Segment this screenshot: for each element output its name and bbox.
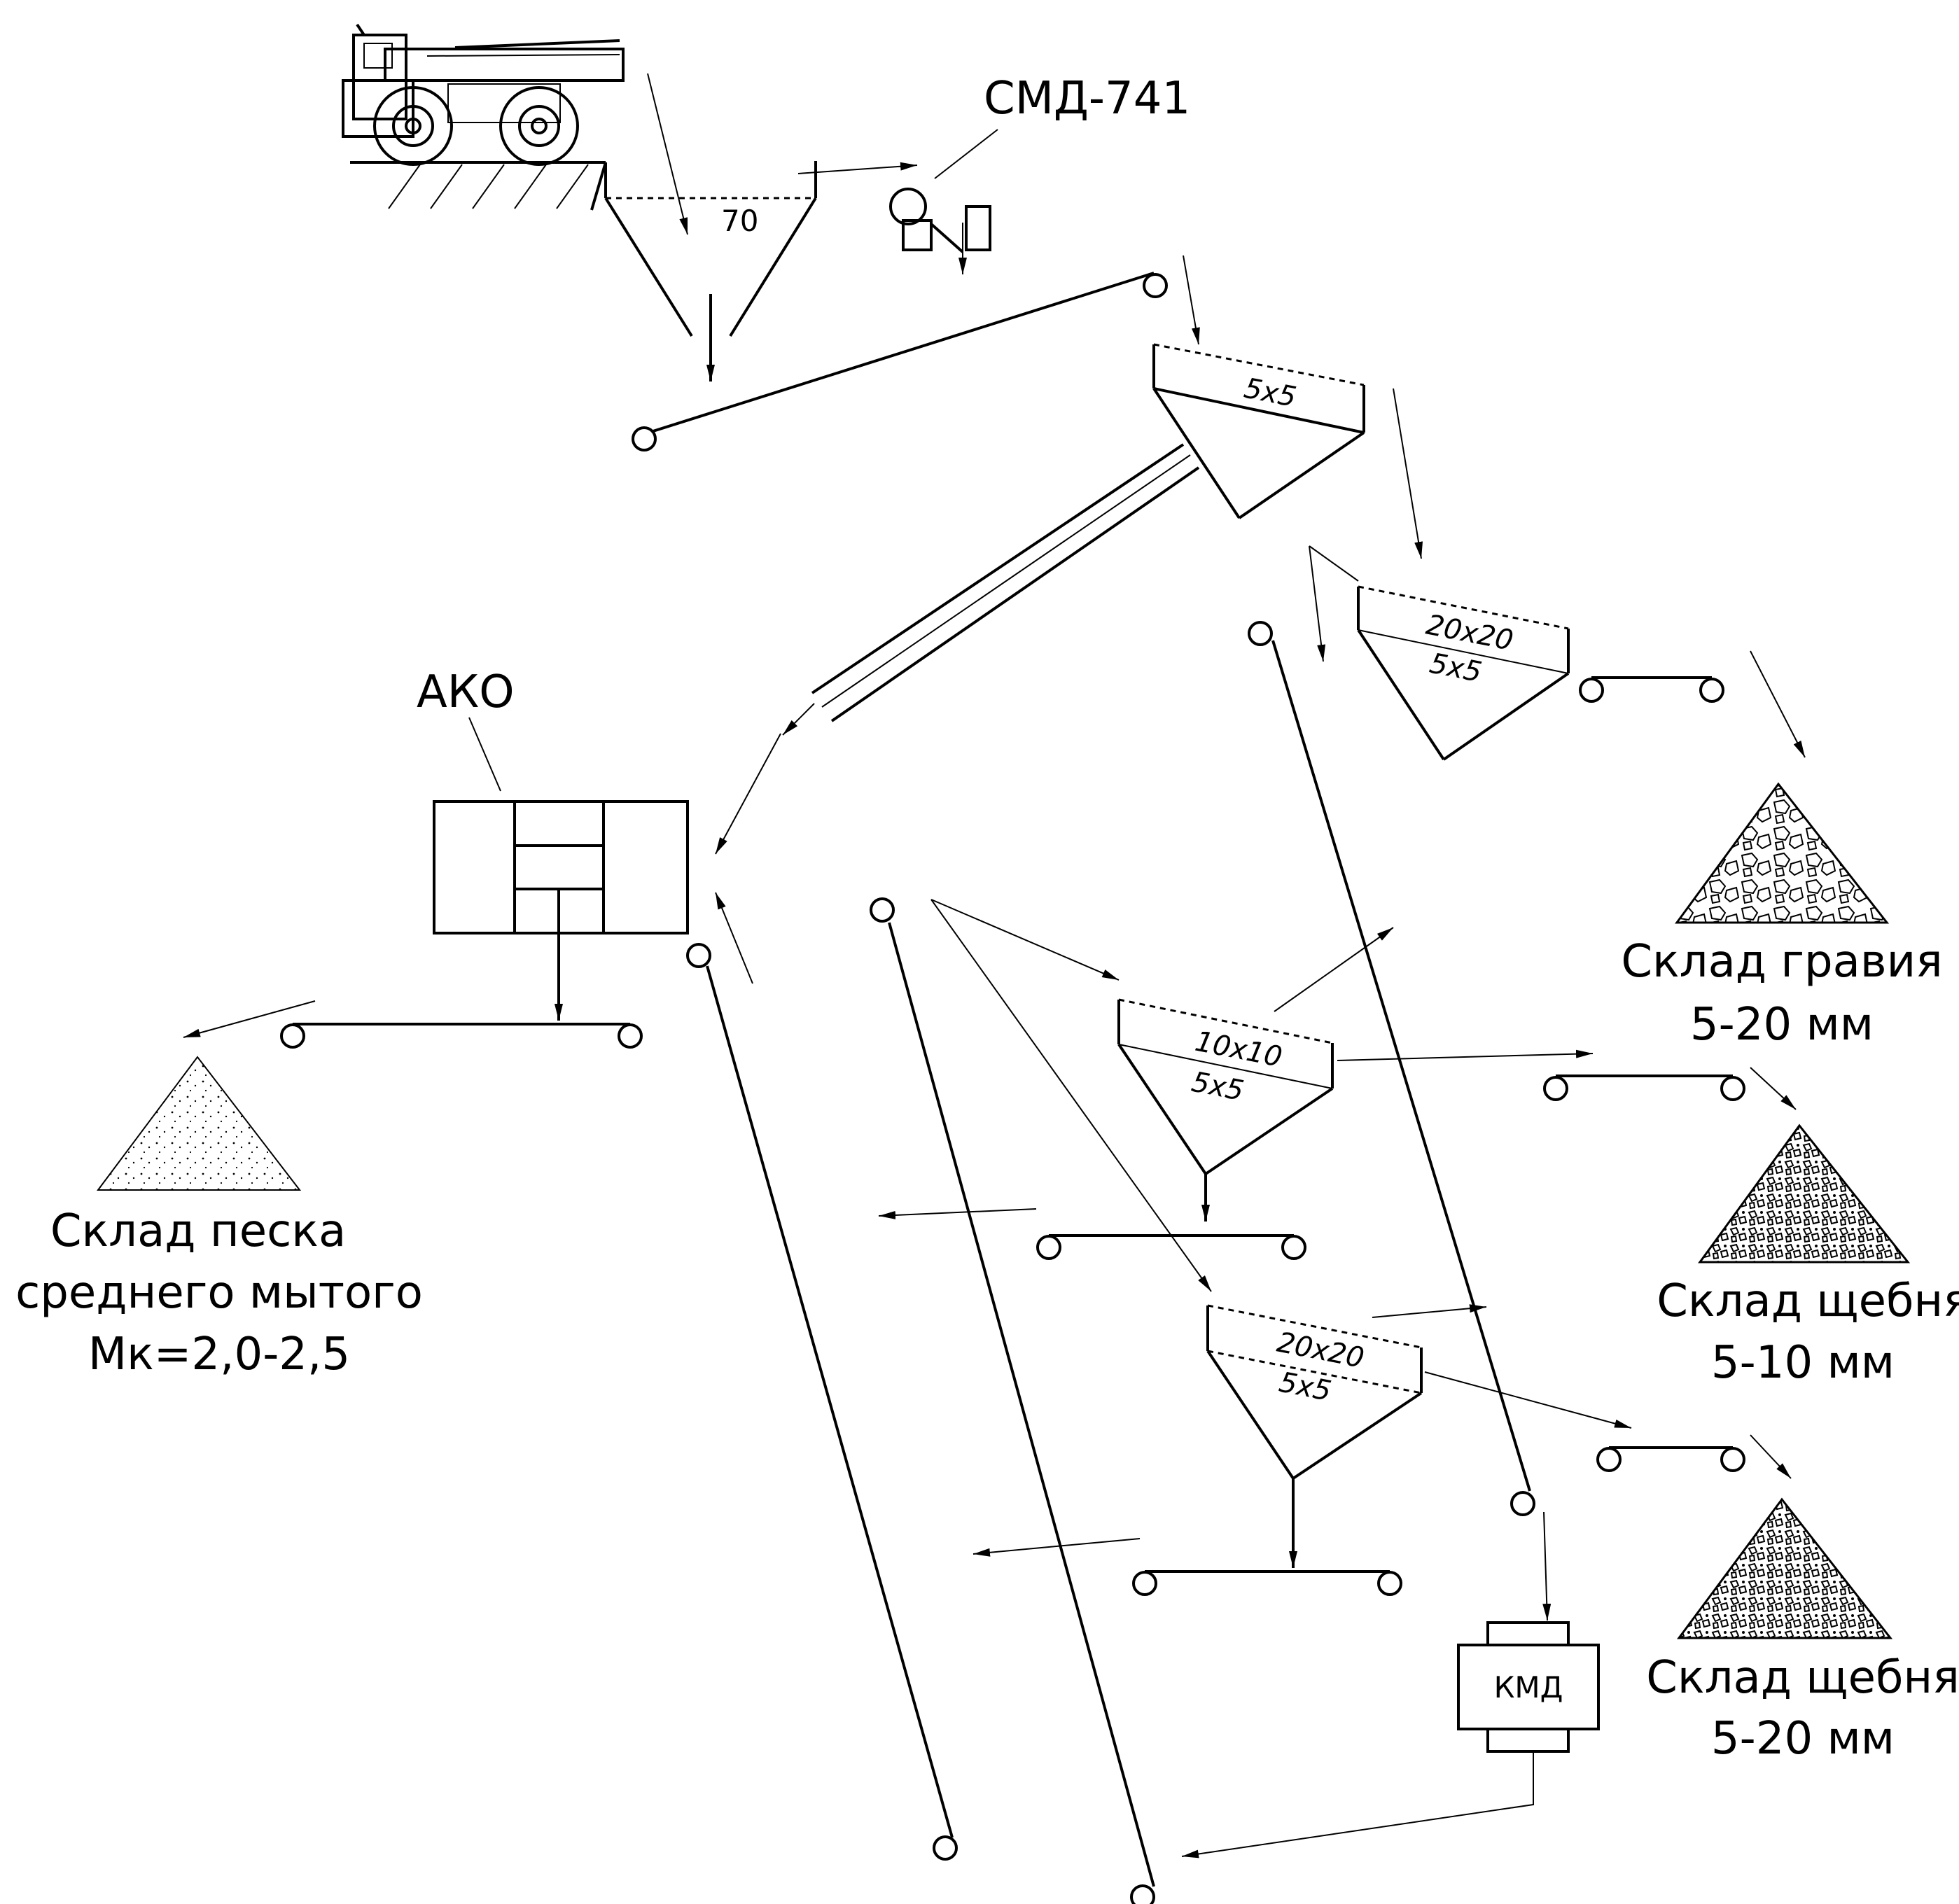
flow-arrow	[930, 899, 1120, 981]
vibrating-screen-4: 20x20 5x5	[1206, 1304, 1423, 1480]
belt-conveyor-sand	[280, 1023, 643, 1049]
crushed-2-label-2: 5-20 мм	[1711, 1713, 1895, 1765]
sand-stockpile-label-3: Мк=2,0-2,5	[88, 1329, 350, 1380]
feeder-smd-741: СМД-741	[889, 73, 1190, 274]
flow-arrow	[1393, 388, 1423, 559]
flow-arrow	[1750, 650, 1806, 758]
belt-conveyor-crushed-1	[1543, 1074, 1745, 1101]
belt-conveyor-screen-4	[1132, 1570, 1402, 1596]
flow-arrow	[972, 1538, 1141, 1557]
sand-stockpile-label-2: среднего мытого	[15, 1267, 423, 1319]
belt-conveyor-gravel	[1579, 676, 1724, 703]
flow-arrow	[797, 162, 918, 174]
sand-stockpile: Склад песка среднего мытого Мк=2,0-2,5	[15, 1056, 423, 1380]
flow-arrow	[1424, 1371, 1632, 1429]
flow-arrow	[1372, 1304, 1487, 1318]
screen-4-bottom-mesh: 5x5	[1276, 1366, 1334, 1408]
feeder-label: СМД-741	[984, 73, 1190, 125]
flow-arrow	[1274, 927, 1394, 1012]
flow-arrow	[1542, 1511, 1552, 1621]
washer-label: АКО	[417, 666, 515, 718]
gravel-stockpile-label-2: 5-20 мм	[1690, 999, 1874, 1051]
flow-arrow	[1181, 1751, 1534, 1858]
belt-conveyor-1	[632, 272, 1168, 451]
crushed-stone-stockpile-5-20: Склад щебня 5-20 мм	[1646, 1497, 1959, 1765]
receiving-hopper: 70	[604, 161, 817, 337]
flow-arrow	[647, 73, 688, 235]
flow-arrow	[715, 892, 753, 984]
flow-arrow	[1750, 1434, 1792, 1479]
belt-conveyor-crushed-2	[1596, 1446, 1745, 1472]
flow-arrow	[782, 703, 815, 736]
washer-ako: АКО	[417, 666, 689, 1021]
flow-arrow	[878, 1208, 1037, 1219]
hopper-size-label: 70	[721, 204, 758, 238]
vibrating-screen-1: 5x5	[1152, 343, 1365, 519]
crusher-label: КМД	[1494, 1670, 1563, 1704]
ground-hatching	[350, 161, 607, 211]
screen-3-bottom-mesh: 5x5	[1189, 1066, 1246, 1107]
screen-2-bottom-mesh: 5x5	[1427, 648, 1484, 689]
crushed-stone-stockpile-5-10: Склад щебня 5-10 мм	[1657, 1124, 1959, 1389]
crushed-2-label-1: Склад щебня	[1646, 1652, 1959, 1704]
washer-feed-chute	[811, 443, 1200, 722]
belt-conveyor-screen-3	[1036, 1234, 1306, 1260]
vibrating-screen-3: 10x10 5x5	[1117, 998, 1334, 1175]
vibrating-screen-2: 20x20 5x5	[1309, 545, 1570, 761]
crushed-1-label-2: 5-10 мм	[1711, 1337, 1895, 1389]
gravel-stockpile: Склад гравия 5-20 мм	[1621, 782, 1943, 1051]
sand-stockpile-label-1: Склад песка	[50, 1205, 346, 1257]
cone-crusher-kmd: КМД	[1457, 1621, 1600, 1753]
flow-arrow	[715, 733, 781, 855]
screen-3-top-mesh: 10x10	[1192, 1026, 1285, 1074]
crushed-1-label-1: Склад щебня	[1657, 1275, 1959, 1327]
flow-arrow	[930, 899, 1212, 1292]
belt-conveyor-crusher-feed	[1248, 621, 1535, 1516]
belt-conveyor-return-2	[870, 897, 1155, 1904]
dump-truck-icon	[342, 23, 625, 166]
flow-arrow	[1337, 1049, 1594, 1061]
flow-arrow	[1750, 1067, 1797, 1110]
flow-arrow	[1183, 255, 1200, 345]
flow-arrow	[183, 1000, 316, 1038]
gravel-stockpile-label-1: Склад гравия	[1621, 936, 1942, 988]
belt-conveyor-return-1	[686, 943, 958, 1861]
